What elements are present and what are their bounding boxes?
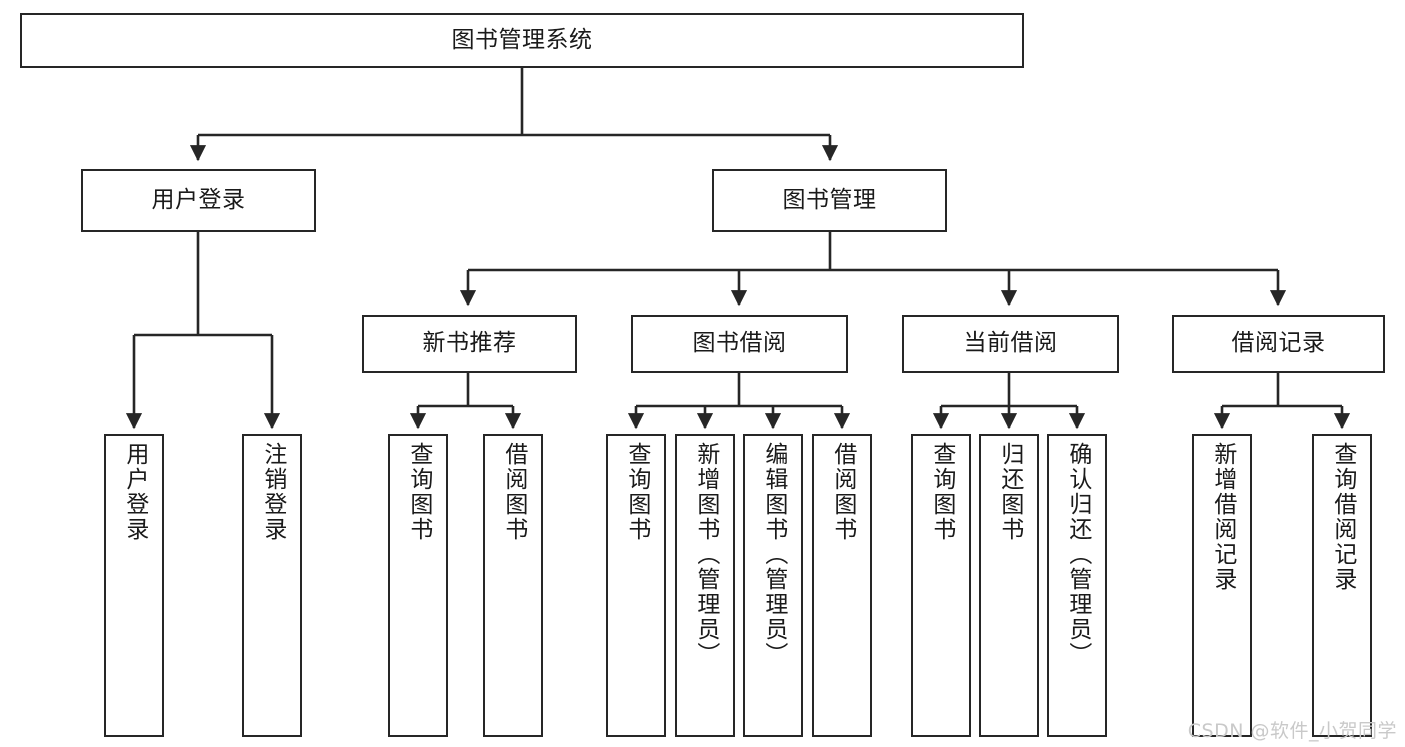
node-label: 用户登录 (151, 186, 246, 213)
node-label: 归还图书 (996, 442, 1023, 542)
node-label: 查询图书 (623, 442, 650, 542)
leaf-query-borrow-record[interactable]: 查询借阅记录 (1312, 434, 1372, 737)
leaf-add-book-admin[interactable]: 新增图书（管理员） (675, 434, 735, 737)
node-label: 查询借阅记录 (1329, 442, 1356, 592)
node-label: 新书推荐 (422, 330, 517, 357)
leaf-logout-login[interactable]: 注销登录 (242, 434, 302, 737)
node-label: 图书管理系统 (451, 26, 593, 53)
leaf-confirm-return-admin[interactable]: 确认归还（管理员） (1047, 434, 1107, 737)
node-label: 借阅图书 (829, 442, 856, 542)
node-label: 图书管理 (782, 186, 877, 213)
node-current-borrow[interactable]: 当前借阅 (902, 315, 1119, 373)
node-label: 新增图书（管理员） (692, 442, 719, 667)
leaf-borrow-book-borrow[interactable]: 借阅图书 (812, 434, 872, 737)
node-label: 借阅记录 (1231, 330, 1326, 357)
leaf-edit-book-admin[interactable]: 编辑图书（管理员） (743, 434, 803, 737)
watermark-text: CSDN @软件_小贺同学 (1187, 720, 1397, 742)
leaf-user-login[interactable]: 用户登录 (104, 434, 164, 737)
node-label: 当前借阅 (963, 330, 1058, 357)
node-label: 新增借阅记录 (1209, 442, 1236, 592)
node-label: 用户登录 (121, 442, 148, 542)
node-label: 注销登录 (259, 442, 286, 542)
node-book-borrow[interactable]: 图书借阅 (631, 315, 848, 373)
node-book-management[interactable]: 图书管理 (712, 169, 947, 232)
node-root-system[interactable]: 图书管理系统 (20, 13, 1024, 68)
node-user-login[interactable]: 用户登录 (81, 169, 316, 232)
node-label: 查询图书 (405, 442, 432, 542)
node-borrow-record[interactable]: 借阅记录 (1172, 315, 1385, 373)
node-new-book-recommend[interactable]: 新书推荐 (362, 315, 577, 373)
leaf-query-book-borrow[interactable]: 查询图书 (606, 434, 666, 737)
leaf-return-book[interactable]: 归还图书 (979, 434, 1039, 737)
leaf-borrow-book-recommend[interactable]: 借阅图书 (483, 434, 543, 737)
node-label: 图书借阅 (692, 330, 787, 357)
leaf-query-book-recommend[interactable]: 查询图书 (388, 434, 448, 737)
node-label: 确认归还（管理员） (1064, 442, 1091, 667)
node-label: 编辑图书（管理员） (760, 442, 787, 667)
leaf-add-borrow-record[interactable]: 新增借阅记录 (1192, 434, 1252, 737)
node-label: 查询图书 (928, 442, 955, 542)
node-label: 借阅图书 (500, 442, 527, 542)
leaf-query-book-current[interactable]: 查询图书 (911, 434, 971, 737)
